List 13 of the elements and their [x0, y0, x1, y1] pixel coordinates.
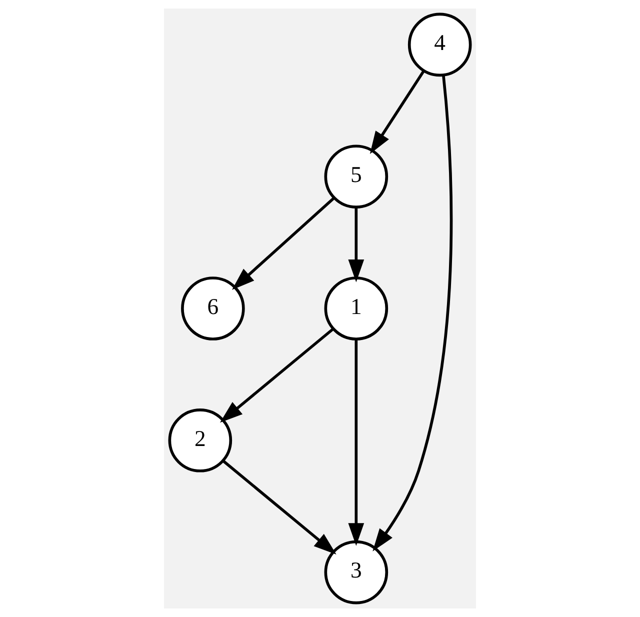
node-circle: 2 — [168, 408, 232, 472]
arrow — [348, 207, 364, 282]
arrow — [370, 70, 425, 154]
node-circle: 6 — [181, 276, 245, 340]
arrow — [222, 460, 336, 554]
arrow — [348, 339, 364, 546]
node-circle: 4 — [408, 12, 472, 77]
arrow — [232, 197, 335, 290]
node-circle: 1 — [324, 276, 388, 340]
arrow — [220, 328, 334, 423]
node-circle: 3 — [324, 540, 388, 604]
node-circle: 5 — [324, 144, 388, 209]
arrow — [372, 75, 453, 552]
